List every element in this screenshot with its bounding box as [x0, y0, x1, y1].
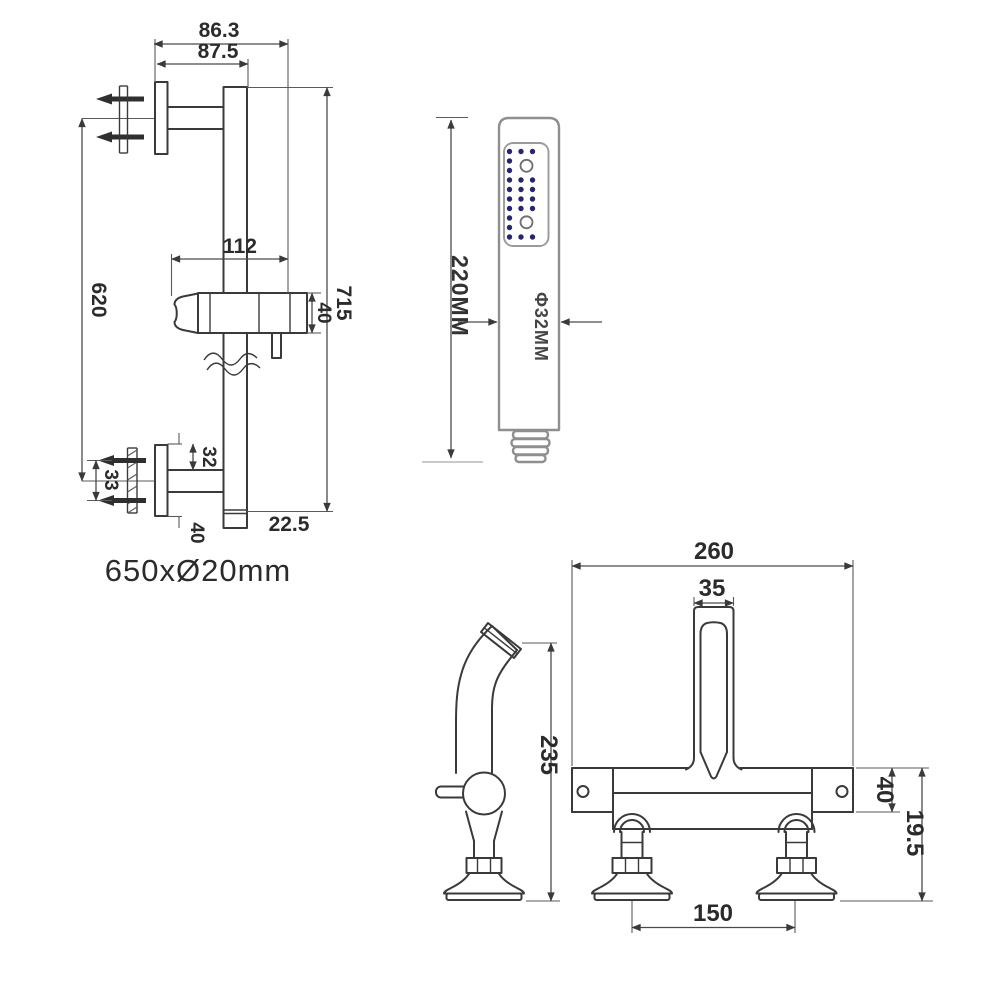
dim-label-handset-height: 235 [535, 735, 562, 775]
hand-shower-drawing: 220MM Φ32MM [422, 116, 602, 464]
dim-label-upper-offset: 32 [198, 446, 219, 467]
holder-foot [443, 872, 525, 901]
holder-ball [462, 771, 506, 816]
dim-label-inner-width: 87.5 [198, 40, 239, 63]
dim-label-base-height: 19.5 [901, 810, 928, 857]
dim-label-body-width: 260 [694, 538, 734, 565]
dim-label-screw-pitch: 33 [100, 469, 121, 490]
mixer-body [571, 767, 854, 830]
dim-label-holder-height: 40 [313, 302, 334, 323]
dim-label-top-width: 86.3 [199, 19, 240, 42]
dim-label-spout-width: 35 [699, 575, 726, 602]
dim-label-handle-length: 220MM [447, 255, 473, 337]
dim-label-handle-diameter: Φ32MM [531, 292, 551, 362]
nozzle-dots [506, 148, 536, 240]
dim-label-lower-offset: 40 [186, 522, 207, 543]
deck-leg [592, 814, 672, 900]
top-wall-bracket [82, 81, 225, 155]
spout [685, 606, 743, 780]
bath-mixer-drawing: 260 35 [435, 538, 933, 933]
dim-label-body-height: 40 [871, 777, 898, 804]
nozzle-ring [519, 215, 534, 230]
dim-label-tap-centres: 150 [693, 900, 733, 927]
dim-label-overall-length: 715 [332, 285, 355, 320]
handset-and-holder [435, 622, 525, 901]
rail-dimensions: 86.3 87.5 112 620 715 40 [78, 19, 355, 588]
dim-label-bracket-span: 620 [87, 282, 110, 317]
hose-thread [510, 429, 551, 464]
holder-knob [173, 292, 199, 334]
nozzle-ring [519, 158, 534, 173]
dim-label-end-offset: 22.5 [269, 513, 310, 536]
spray-face-plate [503, 142, 550, 247]
slide-rail-drawing: 86.3 87.5 112 620 715 40 [78, 19, 355, 588]
screw-icon [114, 498, 146, 503]
screw-icon [114, 458, 146, 463]
mounting-hole [576, 785, 590, 798]
dim-label-holder-span: 112 [223, 235, 257, 258]
mounting-hole [835, 785, 849, 798]
slider-holder [173, 292, 308, 359]
rail-break-mark [203, 352, 261, 376]
rail-size-caption: 650xØ20mm [105, 553, 291, 588]
deck-leg [757, 814, 837, 900]
